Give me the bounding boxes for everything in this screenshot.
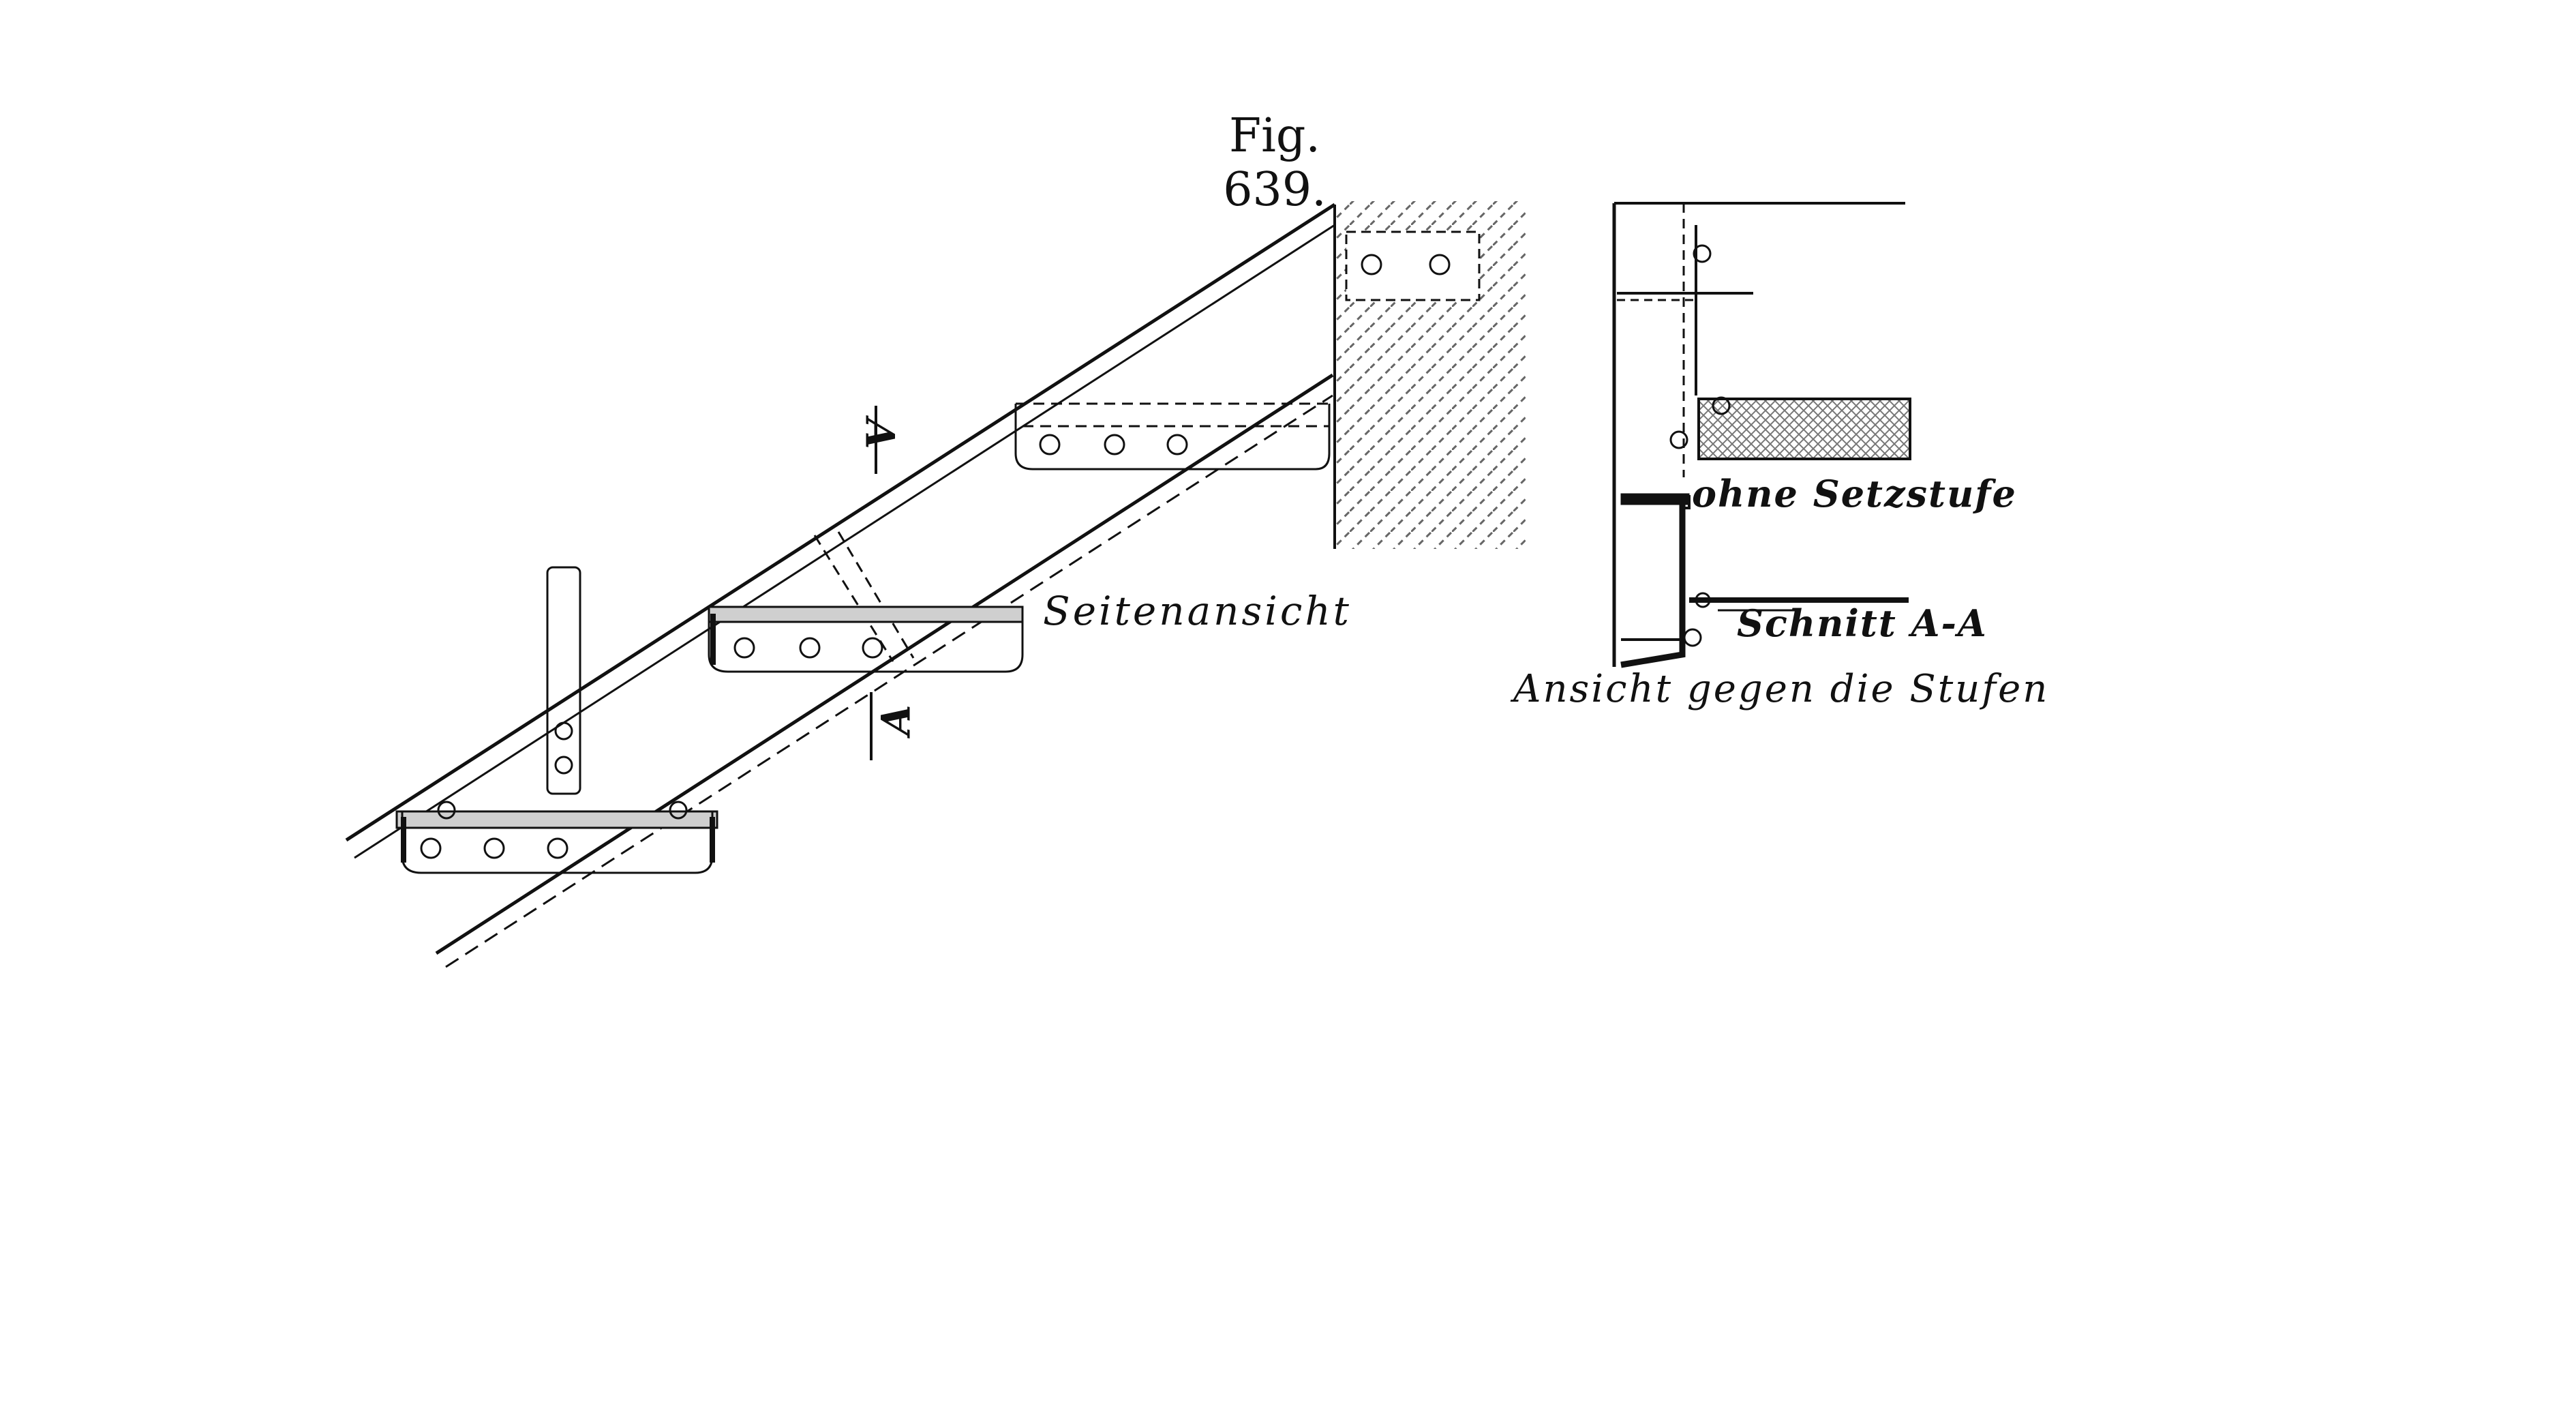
stringer [345,203,1336,968]
section-mark-lower: A [873,704,920,736]
section-view [1612,202,1911,668]
wall-masonry [1333,201,1526,549]
label-without-riser: ohne Setzstufe [1692,472,2017,516]
section-cut-line [813,406,915,760]
figure-title: Fig. 639. [1223,109,1327,217]
label-section: Schnitt A-A [1737,601,1988,645]
section-mark-upper: A [856,418,903,449]
label-side-view: Seitenansicht [1043,588,1352,634]
bracket-middle [708,606,1024,673]
label-view-towards-steps: Ansicht gegen die Stufen [1513,667,2050,711]
bracket-upper [1014,402,1331,471]
bracket-lower [395,566,718,874]
